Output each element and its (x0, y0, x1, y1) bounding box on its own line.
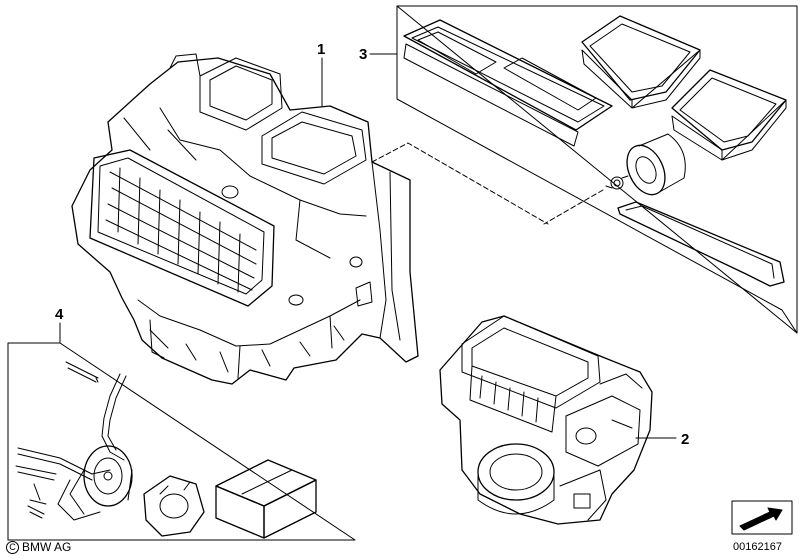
repair-kit-parts-4 (15, 361, 317, 539)
hvac-housing-1 (71, 53, 419, 385)
callout-1: 1 (317, 41, 326, 58)
document-number: 00162167 (733, 541, 782, 553)
seal-strip (617, 201, 785, 287)
gasket-frame-right (671, 69, 787, 161)
kit-3-frame (369, 5, 798, 334)
copyright-text: BMW AG (22, 540, 72, 554)
callout-3: 3 (359, 46, 368, 63)
arrow-pointer-icon (731, 500, 793, 535)
gasket-frame-upper-right (581, 15, 701, 109)
sensor-clip (543, 175, 629, 225)
copyright-symbol: C (6, 540, 19, 554)
copyright-notice: C BMW AG (6, 540, 71, 554)
blower-housing-2 (439, 315, 677, 525)
kit-4-frame (7, 322, 356, 541)
gasket-frame-large (403, 19, 613, 147)
dashed-reference-line (371, 142, 549, 225)
callout-2: 2 (681, 431, 690, 448)
callout-4: 4 (55, 306, 64, 323)
air-filter-cylinder (626, 133, 686, 196)
